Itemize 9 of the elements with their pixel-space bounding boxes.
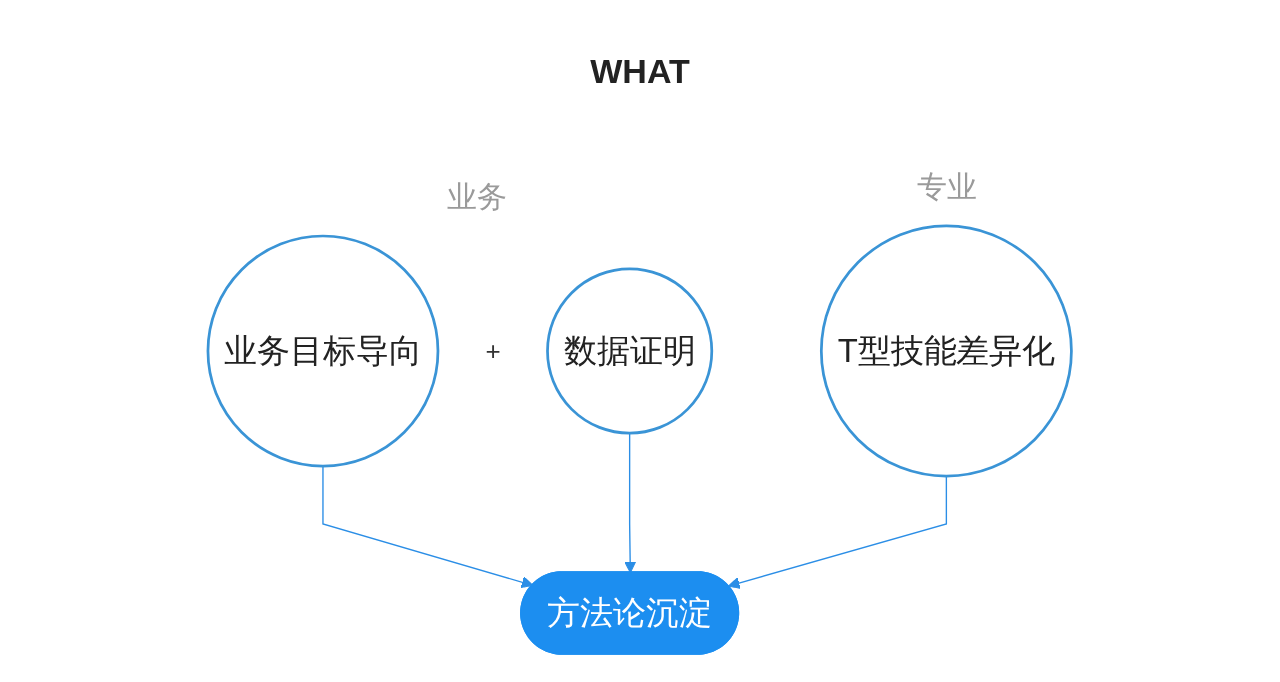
node-circle: 业务目标导向 [206, 234, 440, 468]
plus-sign: + [485, 336, 501, 366]
node-circle: 数据证明 [546, 267, 714, 435]
arrow [728, 475, 948, 589]
group-heading: 专业 [916, 169, 977, 203]
arrow [322, 465, 534, 589]
title: WHAT [590, 52, 690, 91]
node-circle: T型技能差异化 [820, 224, 1074, 478]
group-heading: 业务 [446, 179, 507, 213]
